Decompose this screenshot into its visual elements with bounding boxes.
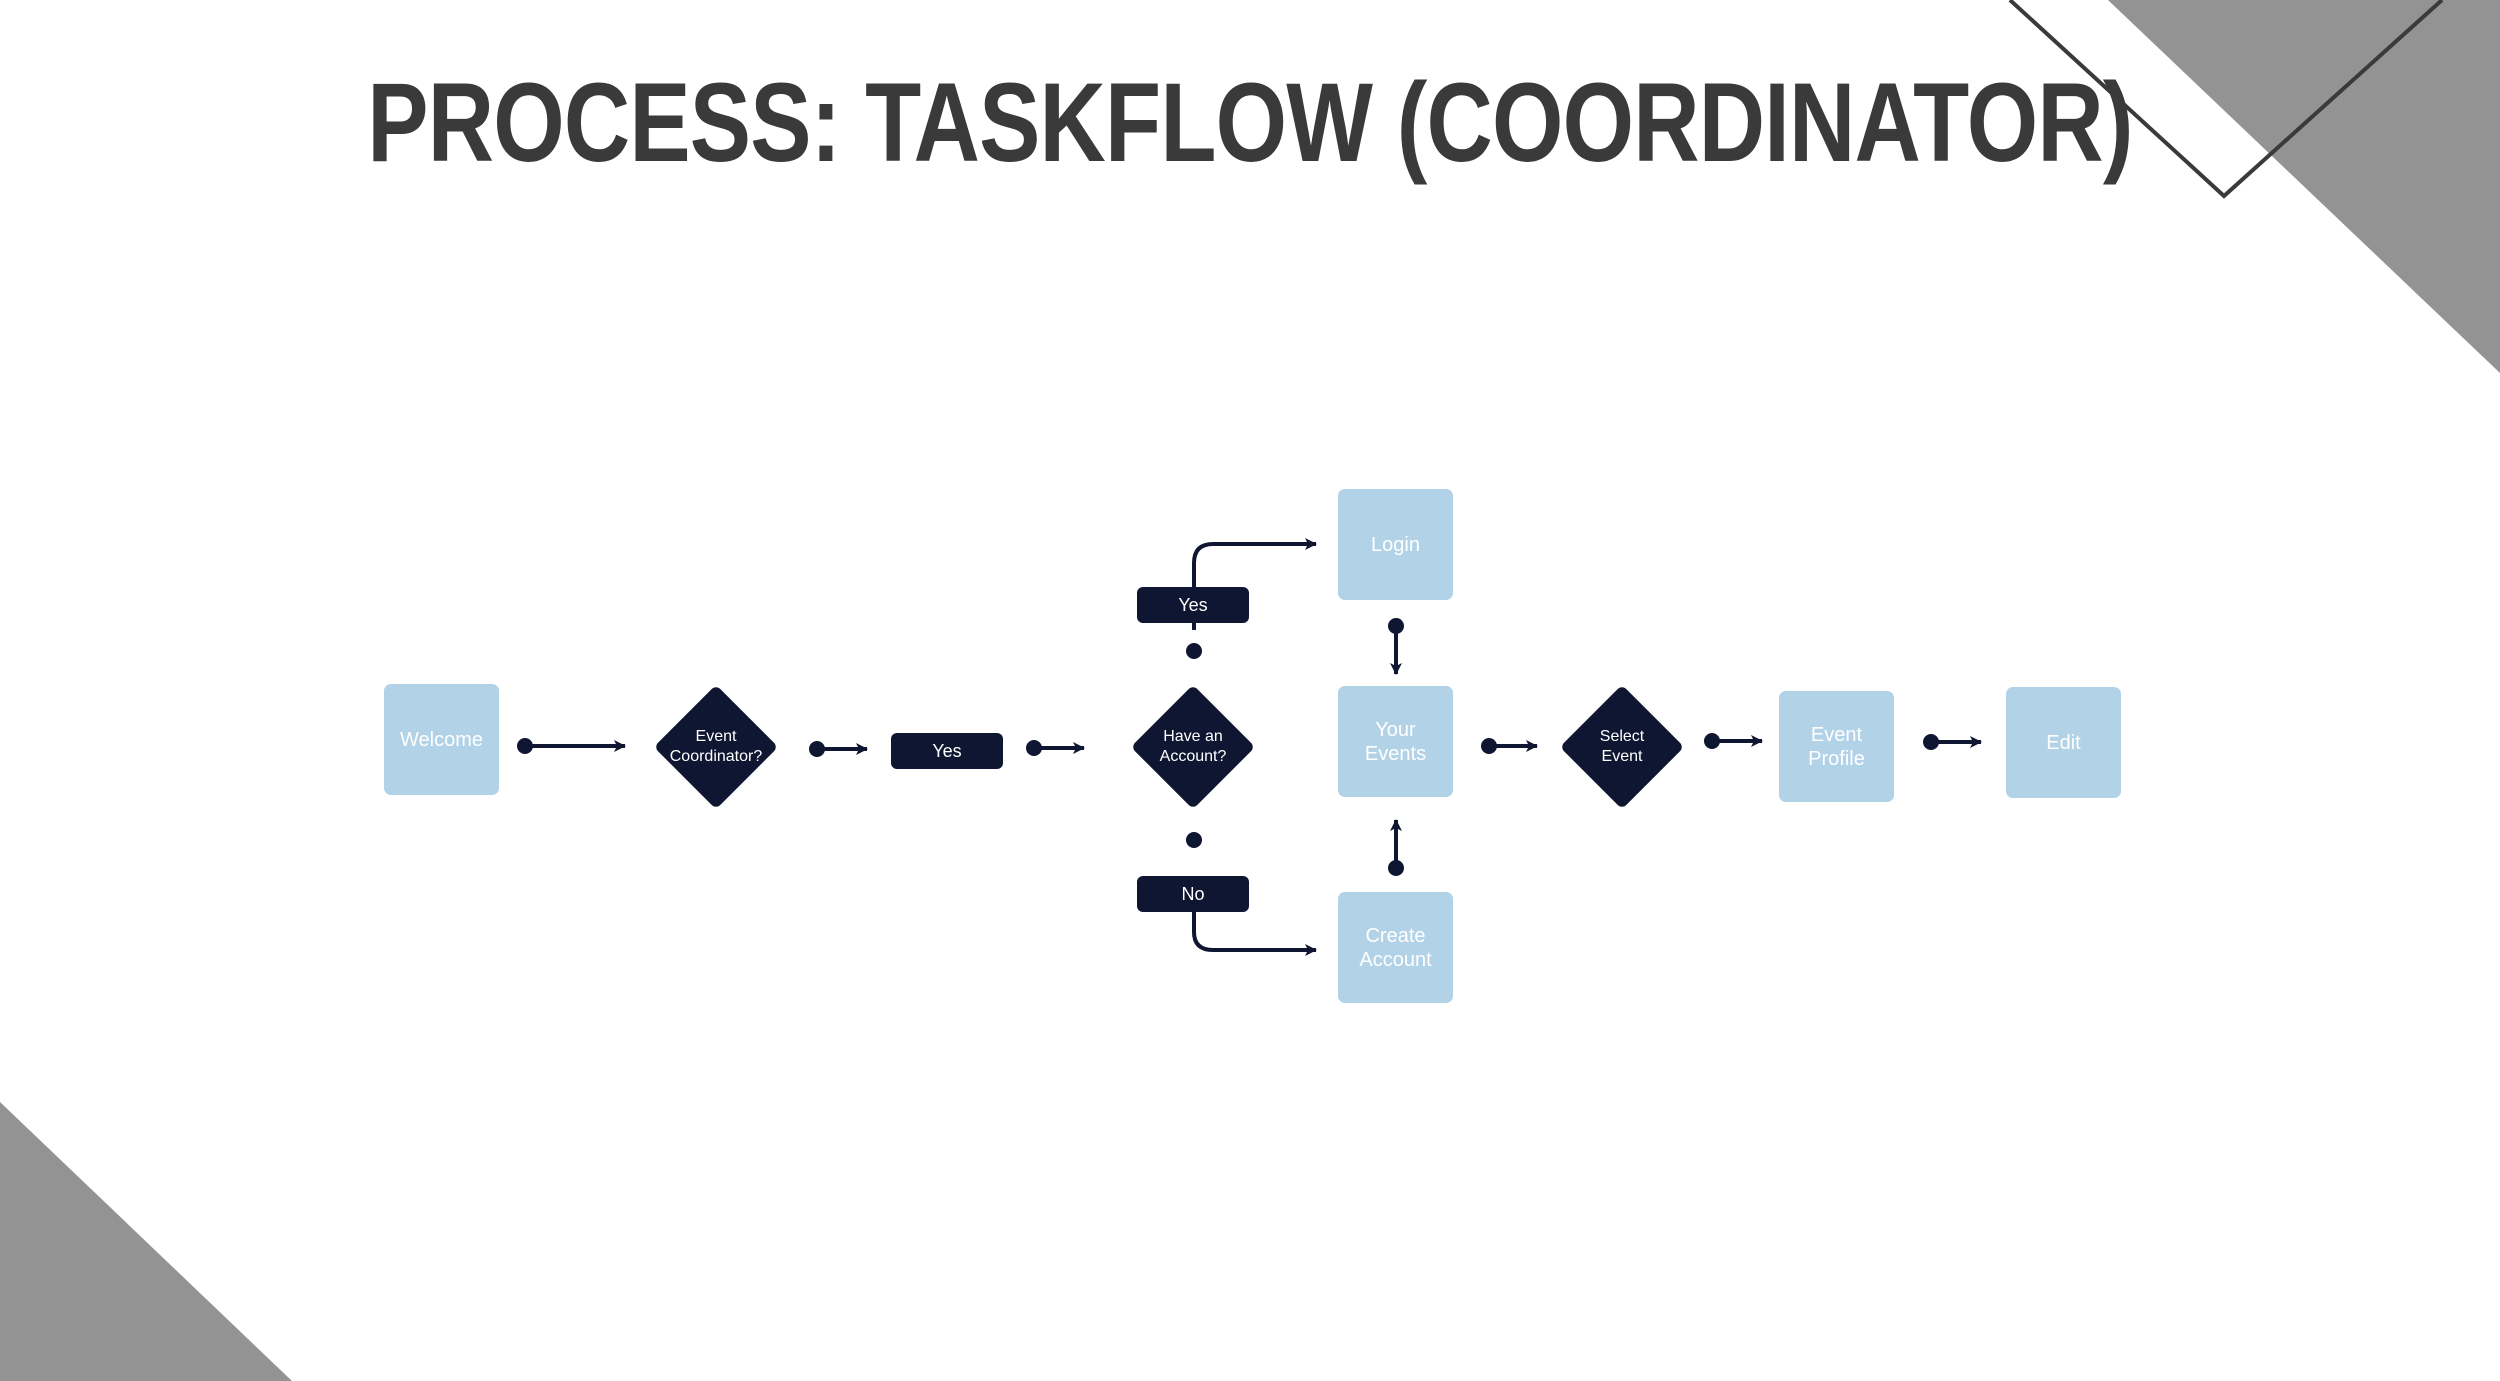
event-profile-box: Event Profile xyxy=(1779,691,1894,802)
bottom-left-gray-triangle xyxy=(0,1102,292,1381)
edit-label: Edit xyxy=(2046,731,2081,754)
create-account-box: Create Account xyxy=(1338,892,1453,1003)
your-events-box: Your Events xyxy=(1338,686,1453,797)
arrow-yes-branch-to-login xyxy=(1192,538,1317,630)
login-box: Login xyxy=(1338,489,1453,600)
connector-dot xyxy=(1186,832,1202,848)
connector-dot xyxy=(809,741,825,757)
connector-dot xyxy=(517,738,533,754)
select-event-label: Select Event xyxy=(1599,728,1645,765)
connector-dot xyxy=(1388,860,1404,876)
have-account-label: Have an Account? xyxy=(1159,728,1227,765)
event-profile-label: Event Profile xyxy=(1808,723,1865,770)
create-account-label: Create Account xyxy=(1359,924,1432,971)
connector-dot xyxy=(1481,738,1497,754)
edit-box: Edit xyxy=(2006,687,2121,798)
connector-dot xyxy=(1704,733,1720,749)
top-right-gray-triangle xyxy=(2108,0,2500,373)
connector-dot xyxy=(1186,643,1202,659)
event-coordinator-label: Event Coordinator? xyxy=(669,728,763,765)
event-coordinator-decision: Event Coordinator? xyxy=(653,684,779,810)
have-account-decision: Have an Account? xyxy=(1130,684,1256,810)
connector-dot xyxy=(1388,618,1404,634)
connector-dot xyxy=(1923,734,1939,750)
page-title: PROCESS: TASKFLOW (COORDINATOR) xyxy=(367,60,2133,185)
yes-branch-pill: Yes xyxy=(1137,587,1249,623)
select-event-decision: Select Event xyxy=(1559,684,1685,810)
your-events-label: Your Events xyxy=(1364,718,1427,765)
connector-dot xyxy=(1026,740,1042,756)
welcome-label: Welcome xyxy=(400,728,483,751)
welcome-box: Welcome xyxy=(384,684,499,795)
arrow-no-branch-to-create-account xyxy=(1192,877,1317,956)
yes-pill: Yes xyxy=(891,733,1003,769)
top-right-outline-chevron xyxy=(2008,0,2444,199)
no-branch-pill: No xyxy=(1137,876,1249,912)
login-label: Login xyxy=(1371,533,1420,556)
